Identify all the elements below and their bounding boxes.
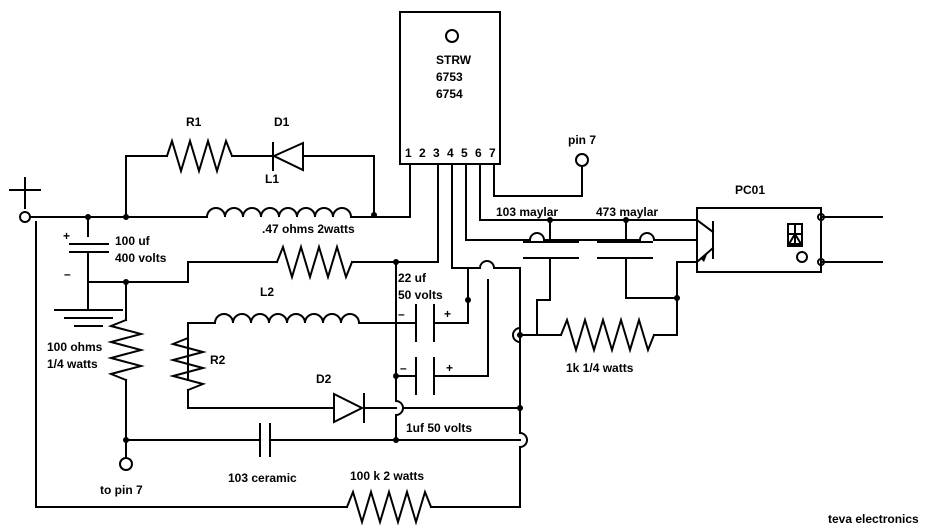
res-047-label: .47 ohms 2watts (262, 222, 355, 236)
res-100k-resistor (345, 488, 433, 526)
cap-473-maylar-label: 473 maylar (596, 205, 658, 219)
svg-text:–: – (400, 361, 407, 375)
d1-diode (271, 141, 304, 172)
to-pin7-label: to pin 7 (100, 483, 143, 497)
cap-1uf-label: 1uf 50 volts (406, 421, 472, 435)
d2-diode (333, 392, 365, 424)
l2-inductor (213, 313, 361, 325)
ic-pin-numbers: 1 2 3 4 5 6 7 (405, 146, 496, 160)
svg-text:+: + (444, 307, 451, 321)
l2-label: L2 (260, 285, 274, 299)
res-100k-label: 100 k 2 watts (350, 469, 424, 483)
ic-pin-5: 5 (461, 146, 468, 160)
cap-100uf-value: 100 uf (115, 234, 151, 248)
ic-pin-1: 1 (405, 146, 412, 160)
pin7-label: pin 7 (568, 133, 596, 147)
pc01-led-symbol (787, 223, 808, 263)
d1-label: D1 (274, 115, 290, 129)
cap-100uf-voltage: 400 volts (115, 251, 167, 265)
ic-pin1-marker (445, 29, 459, 43)
l1-label: L1 (265, 172, 279, 186)
credit-label: teva electronics (828, 512, 919, 526)
pin7-terminal (575, 153, 589, 167)
r2-resistor (169, 336, 207, 392)
ic-part-2: 6754 (436, 87, 463, 101)
cap-103-ceramic-label: 103 ceramic (228, 471, 297, 485)
res-1k-resistor (559, 316, 656, 354)
ic-pin-6: 6 (475, 146, 482, 160)
ic-part-1: 6753 (436, 70, 463, 84)
r1-resistor (165, 137, 234, 175)
ic-pin-2: 2 (419, 146, 426, 160)
r2-label: R2 (210, 353, 226, 367)
ic-pin-4: 4 (447, 146, 454, 160)
res-100ohm-value: 100 ohms (47, 340, 103, 354)
res-100ohm-resistor (107, 318, 145, 382)
strw-ic-body (399, 11, 501, 165)
l1-inductor (205, 207, 353, 219)
ic-pin-7: 7 (489, 146, 496, 160)
cap-22uf-value: 22 uf (398, 271, 427, 285)
r1-label: R1 (186, 115, 202, 129)
pc01-optocoupler (696, 207, 822, 273)
to-pin7-terminal (119, 457, 133, 471)
pc01-transistor-symbol (695, 218, 715, 264)
cap-22uf-voltage: 50 volts (398, 288, 443, 302)
ic-pin-3: 3 (433, 146, 440, 160)
cap-103-maylar-label: 103 maylar (496, 205, 558, 219)
svg-text:+: + (446, 361, 453, 375)
ground-symbol (54, 281, 123, 327)
res-100ohm-watts: 1/4 watts (47, 357, 98, 371)
res-047-resistor (275, 243, 354, 281)
svg-text:–: – (64, 267, 71, 281)
ic-name: STRW (436, 53, 472, 67)
d2-label: D2 (316, 372, 332, 386)
svg-text:+: + (63, 229, 70, 243)
svg-text:–: – (398, 307, 405, 321)
input-terminal (9, 177, 41, 223)
res-1k-label: 1k 1/4 watts (566, 361, 634, 375)
pc01-label: PC01 (735, 183, 765, 197)
